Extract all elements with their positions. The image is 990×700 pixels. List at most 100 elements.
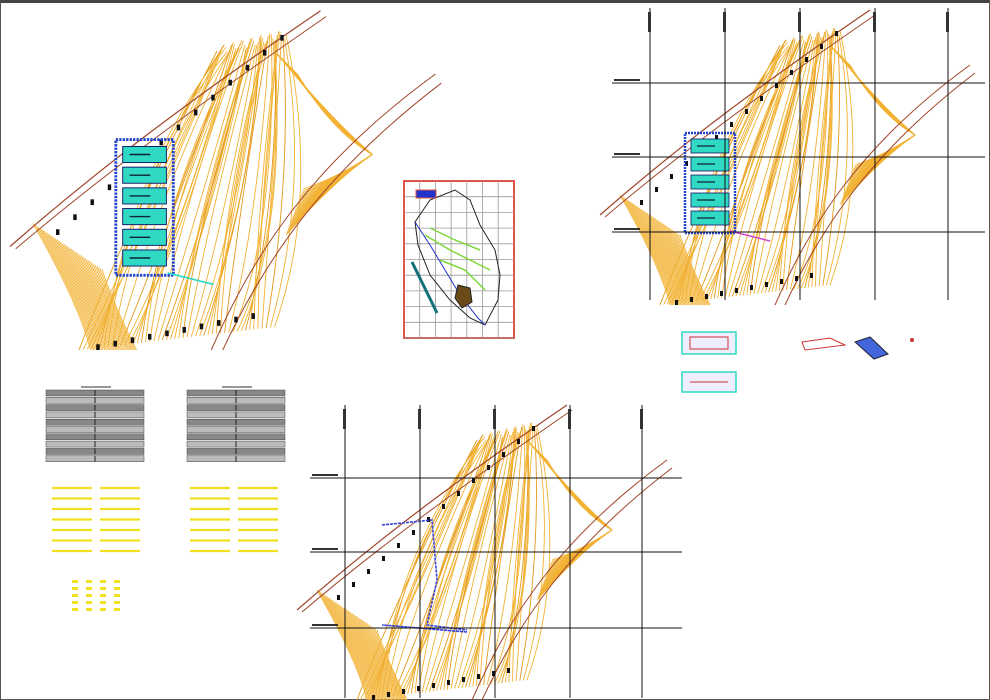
grid-coordinate-label xyxy=(614,153,640,155)
contour-line xyxy=(457,432,514,689)
location-map xyxy=(403,180,515,339)
contour-line xyxy=(54,237,106,351)
station-marker xyxy=(765,282,768,287)
contour-line xyxy=(80,255,123,351)
pond-layout xyxy=(114,138,214,286)
contour-line xyxy=(190,45,258,337)
station-marker xyxy=(96,344,100,350)
station-marker xyxy=(263,49,267,56)
contour-line xyxy=(782,36,824,291)
contour-line xyxy=(414,433,498,694)
station-marker xyxy=(113,340,117,347)
contour-line xyxy=(847,62,916,136)
legend-symbols xyxy=(72,580,120,611)
contour-line xyxy=(842,58,916,136)
coastline xyxy=(414,221,486,326)
contour-line xyxy=(124,42,234,345)
station-marker xyxy=(462,677,465,682)
station-marker xyxy=(159,139,163,146)
station-marker xyxy=(487,465,490,470)
contour-line xyxy=(692,43,792,302)
station-marker xyxy=(56,229,60,235)
contour-line xyxy=(544,457,613,531)
station-marker xyxy=(107,184,112,191)
contour-line xyxy=(274,34,302,328)
pond-layout xyxy=(683,131,771,242)
station-marker xyxy=(492,671,495,676)
contour-line xyxy=(436,432,506,691)
station-marker xyxy=(130,337,135,344)
contour-line xyxy=(99,267,136,351)
north-arrow-bar xyxy=(410,261,439,314)
contour-line xyxy=(815,27,836,287)
station-marker xyxy=(730,122,733,127)
contour-line xyxy=(84,258,126,351)
grid-coordinate-label xyxy=(568,409,571,429)
contour-line xyxy=(526,425,551,681)
site-plan-bottom xyxy=(296,404,673,700)
legend-symbol xyxy=(100,587,106,590)
grid-coordinate-label xyxy=(418,409,421,429)
legend-symbol xyxy=(114,608,120,611)
contour-line xyxy=(539,452,613,531)
contour-line xyxy=(634,204,681,306)
contour-line xyxy=(58,240,109,351)
legend-symbol xyxy=(86,594,92,597)
contour-line xyxy=(854,134,916,166)
contour-line xyxy=(291,68,373,155)
contour-line xyxy=(335,602,380,700)
contour-line xyxy=(178,37,253,339)
contour-line xyxy=(640,208,685,306)
station-marker xyxy=(165,330,169,337)
contour-line xyxy=(261,34,283,329)
contour-line xyxy=(145,43,241,343)
site-plan-top-right xyxy=(599,9,976,306)
contour-line xyxy=(265,38,286,329)
contour-line xyxy=(749,36,813,295)
station-marker xyxy=(397,543,400,548)
data-table-left xyxy=(45,386,145,462)
contour-line xyxy=(322,593,372,700)
station-marker xyxy=(670,174,673,179)
station-marker xyxy=(472,478,475,483)
contour-line xyxy=(389,438,489,697)
contour-line xyxy=(522,428,545,681)
station-marker xyxy=(228,79,232,86)
contour-line xyxy=(318,591,369,700)
station-marker xyxy=(507,668,510,673)
station-marker xyxy=(211,94,215,101)
legend-symbol xyxy=(114,594,120,597)
contour-line xyxy=(454,435,512,689)
contour-line xyxy=(77,253,122,351)
contour-line xyxy=(49,234,103,351)
coordinate-grid-bottom xyxy=(310,405,682,698)
station-marker xyxy=(427,517,430,522)
contour-line xyxy=(724,36,804,298)
contour-line xyxy=(811,27,835,288)
grid-coordinate-label xyxy=(723,12,726,32)
contour-line xyxy=(646,212,689,306)
pond-perimeter xyxy=(114,138,175,277)
discharge-pipe xyxy=(729,230,771,242)
contour-line xyxy=(673,230,707,306)
contour-line xyxy=(347,610,389,700)
grid-coordinate-label xyxy=(493,409,496,429)
contour-line xyxy=(240,41,278,332)
contour-line xyxy=(551,529,613,561)
contour-line xyxy=(333,600,379,700)
station-marker xyxy=(675,300,678,305)
station-marker xyxy=(835,31,838,36)
station-marker xyxy=(245,64,250,71)
contour-line xyxy=(843,59,916,136)
grid-coordinate-label xyxy=(648,12,651,32)
contour-line xyxy=(70,248,117,351)
contour-line xyxy=(224,36,269,333)
contour-line xyxy=(326,596,375,700)
contour-line xyxy=(120,44,233,346)
contour-line xyxy=(331,599,378,700)
contour-line xyxy=(293,70,373,155)
contour-line xyxy=(360,442,479,700)
contour-line xyxy=(345,609,387,700)
contour-line xyxy=(32,223,91,351)
